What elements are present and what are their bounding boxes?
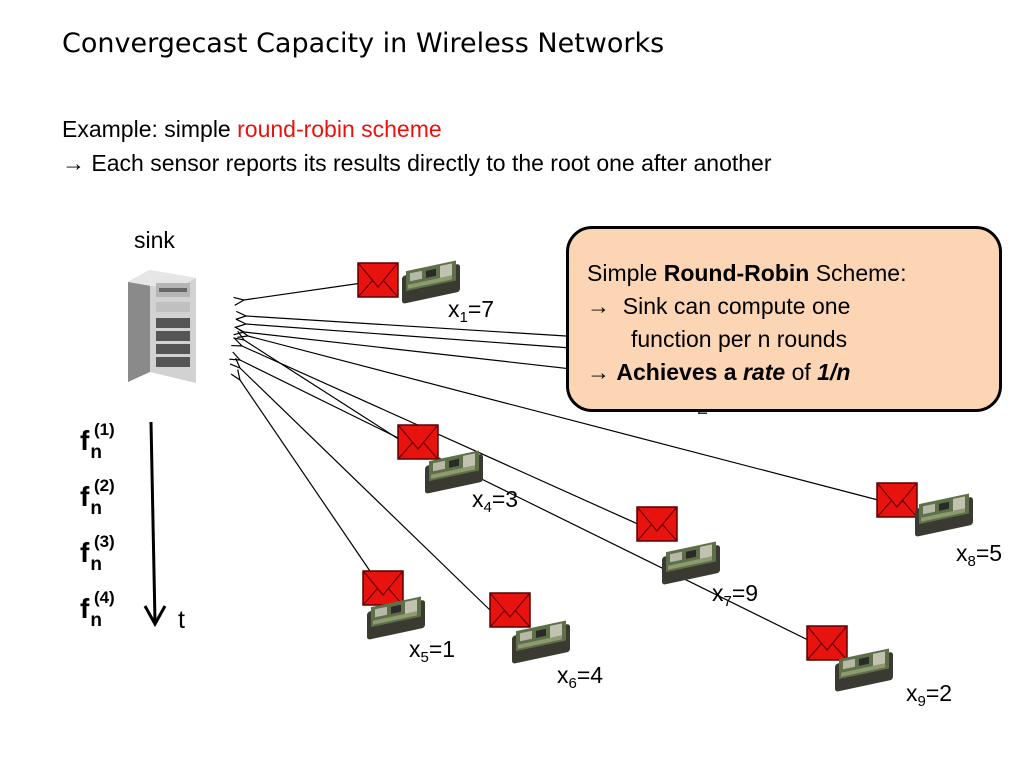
sink-computer-icon — [128, 270, 196, 383]
sensor-label-x1: x1=7 — [448, 296, 495, 326]
sensor-x9 — [806, 625, 893, 692]
arrow-x3 — [246, 324, 599, 351]
function-label-1: fn(1) — [80, 420, 115, 463]
arrow-x1 — [244, 282, 363, 300]
sensor-board-icon — [662, 541, 720, 585]
callout-point-1-cont: function per n rounds — [631, 326, 848, 352]
arrow-icon: → — [587, 359, 610, 385]
function-label-3: fn(3) — [80, 532, 115, 575]
function-label-4: fn(4) — [80, 588, 115, 631]
time-label: t — [178, 606, 185, 634]
arrow-x6 — [240, 368, 493, 613]
function-label-2: fn(2) — [80, 476, 115, 519]
arrow-x4 — [244, 340, 401, 441]
round-robin-callout: Simple Round-Robin Scheme: → Sink can co… — [566, 226, 1002, 412]
sensor-label-x8: x8=5 — [956, 540, 1003, 570]
example-highlight: round-robin scheme — [237, 116, 442, 142]
description-text: Each sensor reports its results directly… — [85, 150, 772, 176]
sensor-label-x5: x5=1 — [409, 636, 456, 666]
envelope-icon — [362, 570, 404, 606]
callout-point-1: → Sink can compute one — [587, 293, 851, 319]
sensor-board-icon — [915, 493, 973, 537]
arrow-icon: → — [587, 293, 610, 319]
sensor-x1 — [357, 260, 460, 304]
sensor-x5 — [362, 570, 425, 640]
sensor-x6 — [489, 592, 570, 664]
envelope-icon — [876, 482, 918, 518]
callout-heading: Simple Round-Robin Scheme: — [587, 260, 907, 286]
sensor-label-x4: x4=3 — [472, 486, 519, 516]
example-line: Example: simple round-robin scheme — [62, 116, 442, 143]
arrow-x2 — [246, 316, 599, 339]
sensor-label-x7: x7=9 — [712, 580, 759, 610]
arrow-x9 — [240, 360, 809, 641]
example-prefix: Example: simple — [62, 116, 238, 142]
callout-point-2: → Achieves a rate of 1/n — [587, 359, 851, 385]
report-arrows — [240, 282, 936, 641]
sensor-x8 — [876, 482, 973, 537]
slide-title: Convergecast Capacity in Wireless Networ… — [62, 28, 665, 59]
arrow-icon: → — [62, 150, 85, 176]
envelope-icon — [489, 592, 531, 628]
envelope-icon — [636, 506, 678, 542]
sink-label: sink — [134, 227, 175, 253]
description-line: → Each sensor reports its results direct… — [62, 150, 772, 177]
arrow-x5 — [240, 380, 373, 575]
sensor-label-x9: x9=2 — [906, 680, 953, 710]
envelope-icon — [357, 262, 399, 298]
sensor-label-x6: x6=4 — [557, 662, 604, 692]
envelope-icon — [397, 424, 439, 460]
sensor-x7 — [636, 506, 720, 585]
arrow-x7 — [242, 346, 641, 526]
time-arrow — [143, 421, 167, 628]
arrow-x8b — [248, 336, 879, 501]
envelope-icon — [806, 625, 848, 661]
